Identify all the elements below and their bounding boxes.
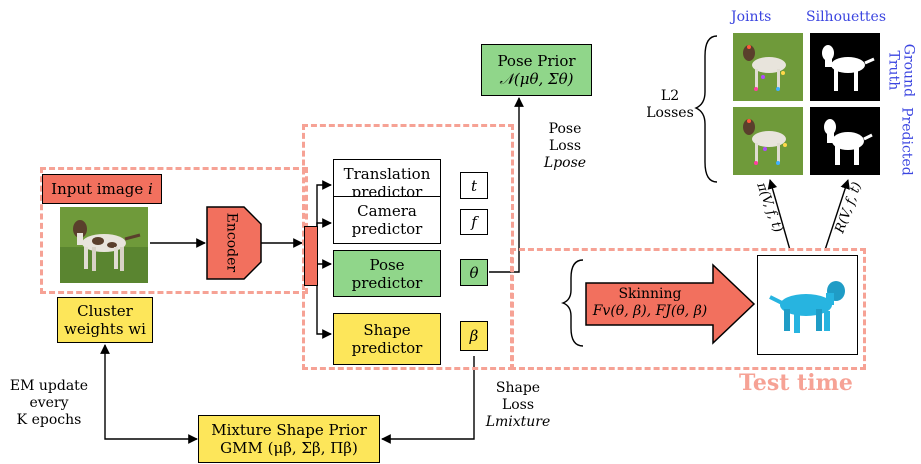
pose-loss-line3: Lpose [543, 154, 587, 171]
em-update-line3: K epochs [16, 411, 82, 428]
translation-predictor-line1: Translation [343, 165, 431, 183]
camera-predictor-line1: Camera [357, 202, 417, 220]
output-beta: β [460, 321, 488, 351]
pose-loss-line1: Pose [548, 121, 582, 137]
test-time-region-right [510, 248, 866, 370]
output-t: t [460, 172, 488, 199]
joints-header: Joints [731, 9, 772, 25]
em-update-line2: every [29, 394, 69, 411]
ground-truth-label: Ground Truth [885, 40, 916, 100]
em-update-label: EM update every K epochs [4, 378, 94, 428]
mixture-line2: GMM (μβ, Σβ, Πβ) [220, 439, 358, 457]
gt-silhouette-image [810, 33, 880, 101]
arrow-to-translation [316, 180, 332, 232]
pose-prior-line1: Pose Prior [497, 52, 576, 70]
input-dog-photo [60, 207, 148, 283]
test-time-region-main [302, 124, 514, 370]
shape-predictor-line1: Shape [363, 321, 411, 339]
cluster-line2: weights wi [64, 320, 146, 338]
pred-joints-graphic [733, 107, 803, 175]
gt-joints-graphic [733, 33, 803, 101]
encoder-label: Encoder [223, 212, 240, 273]
l2-line2: Losses [646, 104, 694, 121]
output-theta: θ [460, 259, 488, 286]
ground-truth-line2: Truth [885, 50, 901, 91]
test-time-label: Test time [739, 370, 853, 396]
ground-truth-line1: Ground [900, 43, 917, 98]
pose-predictor-line2: predictor [351, 273, 423, 292]
l2-losses-label: L2 Losses [640, 88, 700, 122]
arrow-theta-posprior [489, 97, 524, 273]
pose-loss-line2: Loss [548, 137, 582, 154]
shape-loss-line2: Loss [501, 396, 535, 413]
skinning-label: Skinning Fv(θ, β), FJ(θ, β) [586, 286, 714, 320]
gt-silhouette-graphic [810, 33, 880, 101]
dog-photo-graphic [60, 207, 148, 283]
arrow-mesh-joints [767, 179, 791, 251]
shape-loss-line1: Shape [495, 380, 541, 396]
l2-line1: L2 [660, 88, 680, 104]
arrow-beta-mixture [381, 356, 475, 444]
input-image-var: i [148, 180, 153, 198]
cluster-line1: Cluster [77, 302, 133, 320]
gt-joints-image [733, 33, 803, 101]
dog-mesh-graphic [768, 281, 845, 333]
predicted-label: Predicted [898, 107, 915, 176]
pose-loss-label: Pose Loss Lpose [525, 121, 605, 171]
camera-predictor-line2: predictor [351, 220, 423, 238]
shape-loss-line3: Lmixture [485, 413, 551, 430]
latent-vector [304, 226, 318, 286]
pose-prior-line2: 𝒩(μθ, Σθ) [499, 70, 574, 88]
skinning-line2: Fv(θ, β), FJ(θ, β) [592, 302, 708, 319]
pred-silhouette-image [810, 107, 880, 175]
em-update-line1: EM update [9, 378, 89, 394]
arrow-mesh-silhouettes [824, 179, 850, 251]
shape-predictor-line2: predictor [351, 339, 423, 357]
pred-joints-image [733, 107, 803, 175]
pred-silhouette-graphic [810, 107, 880, 175]
arrow-em-update [100, 344, 198, 444]
silhouettes-header: Silhouettes [806, 9, 887, 25]
input-image-text: Input image [51, 180, 144, 198]
skinning-brace [561, 259, 584, 347]
input-image-label: Input image i [42, 174, 162, 204]
skinning-arrow [585, 263, 756, 345]
mixture-line1: Mixture Shape Prior [211, 421, 367, 439]
skinning-line1: Skinning [618, 286, 682, 302]
encoder-block [206, 206, 262, 280]
pose-predictor-line1: Pose [369, 255, 405, 274]
shape-loss-label: Shape Loss Lmixture [478, 380, 558, 430]
output-f: f [460, 209, 488, 235]
l2-brace [694, 35, 718, 183]
mesh-render-box [757, 255, 858, 355]
